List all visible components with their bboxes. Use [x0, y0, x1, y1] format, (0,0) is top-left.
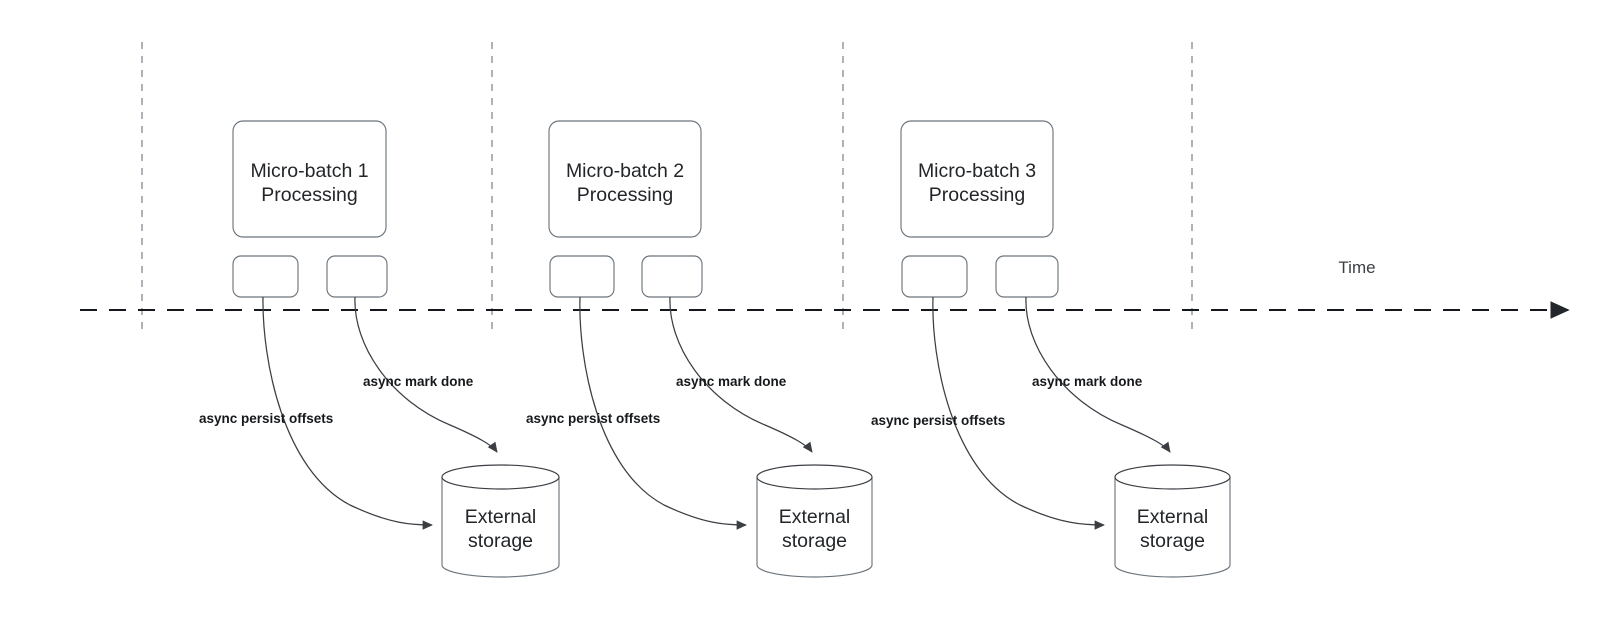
timeline-axis-label: Time: [1338, 258, 1375, 277]
cylinder-top-ellipse: [756, 464, 873, 490]
external-storage-label-line1: External: [465, 506, 537, 528]
micro-batch-box-label-line2: Processing: [261, 184, 357, 206]
async-persist-offsets-edge: [579, 296, 747, 530]
micro-batch-box-rect[interactable]: [232, 120, 387, 238]
mark-done-task[interactable]: [641, 255, 703, 298]
async-persist-offsets-edge-label: async persist offsets: [526, 411, 660, 426]
micro-batch-box-label-line2: Processing: [929, 184, 1025, 206]
mark-done-task[interactable]: [995, 255, 1059, 298]
persist-offsets-task[interactable]: [232, 255, 299, 298]
cylinder-top-ellipse: [1114, 464, 1231, 490]
async-mark-done-edge: [669, 296, 813, 453]
async-persist-offsets-edge: [262, 296, 433, 530]
micro-batch-groups: Micro-batch 1ProcessingExternalstorageas…: [199, 120, 1231, 578]
async-mark-done-edge-label: async mark done: [363, 374, 474, 389]
micro-batch-box-label-line2: Processing: [577, 184, 673, 206]
micro-batch-box-rect[interactable]: [900, 120, 1054, 238]
async-persist-offsets-edge-label: async persist offsets: [871, 413, 1005, 428]
async-mark-done-edge-label: async mark done: [676, 374, 787, 389]
async-mark-done-edge-label: async mark done: [1032, 374, 1143, 389]
async-mark-done-edge: [1025, 296, 1171, 453]
persist-offsets-task[interactable]: [901, 255, 968, 298]
mark-done-task[interactable]: [326, 255, 388, 298]
micro-batch-box-rect[interactable]: [548, 120, 702, 238]
cylinder-top-ellipse: [441, 464, 560, 490]
async-persist-offsets-edge-label: async persist offsets: [199, 411, 333, 426]
cylinder-body: [441, 476, 560, 578]
persist-offsets-task[interactable]: [549, 255, 615, 298]
external-storage-label-line2: storage: [1140, 530, 1205, 552]
batch-boundary-separators: [141, 42, 1193, 330]
micro-batch-box-label-line1: Micro-batch 2: [566, 160, 684, 182]
cylinder-body: [756, 476, 873, 578]
micro-batch-box-label-line1: Micro-batch 1: [250, 160, 368, 182]
async-persist-offsets-edge: [932, 296, 1105, 530]
external-storage-label-line2: storage: [782, 530, 847, 552]
external-storage-label-line1: External: [779, 506, 851, 528]
cylinder-body: [1114, 476, 1231, 578]
async-mark-done-edge: [354, 296, 498, 453]
external-storage-label-line2: storage: [468, 530, 533, 552]
timeline-axis: Time: [80, 258, 1570, 319]
micro-batch-box-label-line1: Micro-batch 3: [918, 160, 1036, 182]
external-storage-label-line1: External: [1137, 506, 1209, 528]
